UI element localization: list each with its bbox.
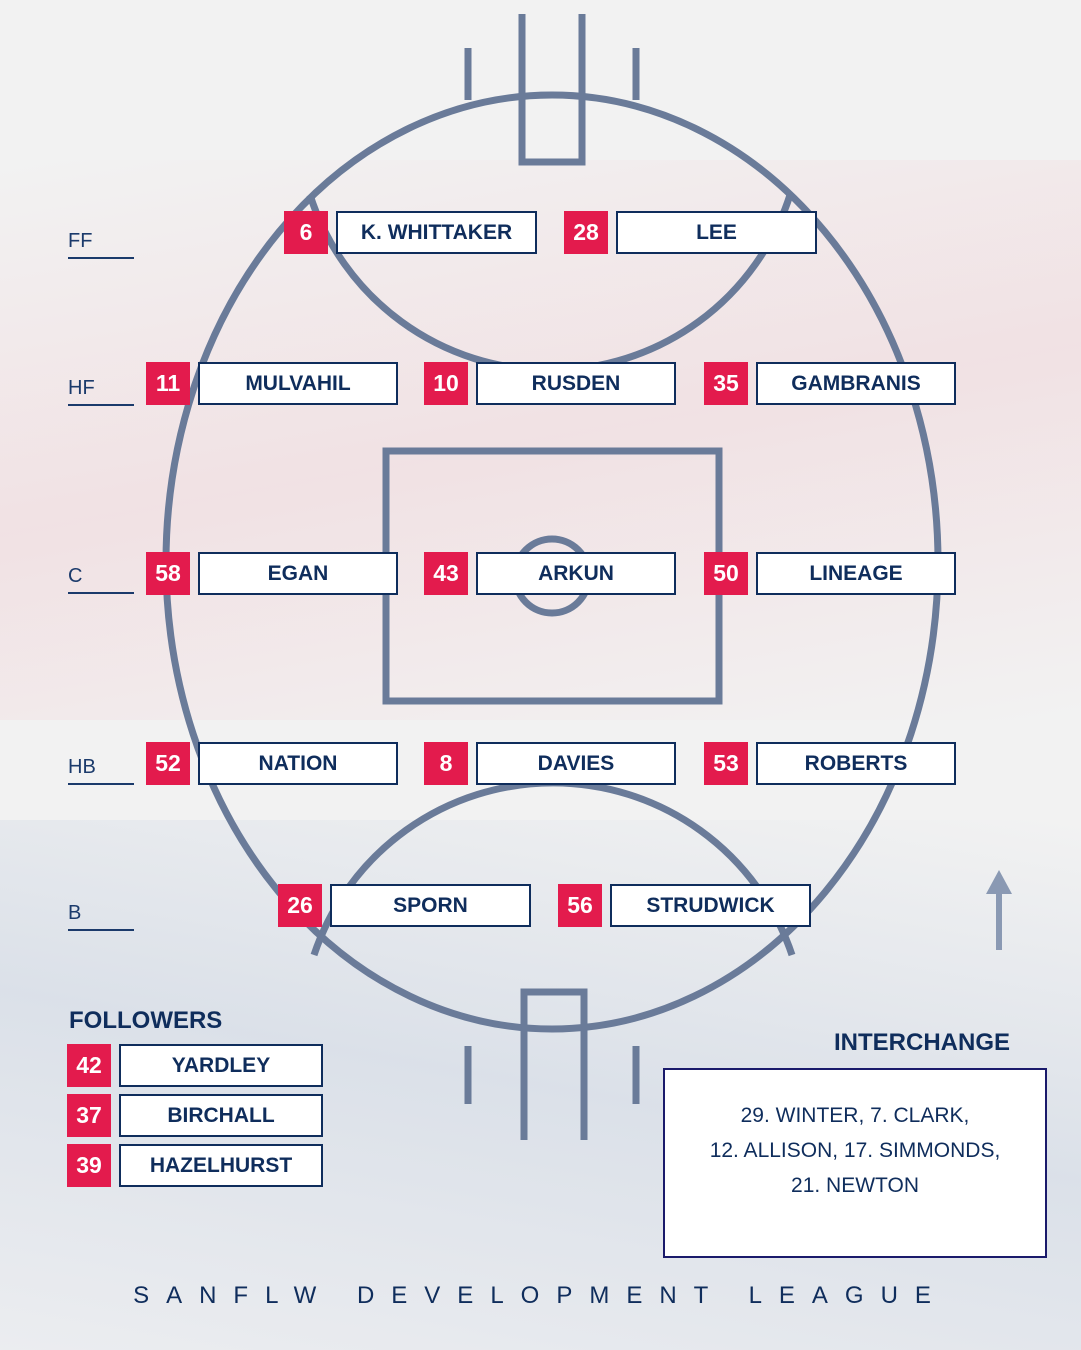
player-name: DAVIES [476,742,676,785]
line-label-b: B [68,902,134,931]
player-number: 56 [558,884,602,927]
line-label-c: C [68,565,134,594]
interchange-title: INTERCHANGE [834,1029,1011,1056]
player-number: 28 [564,211,608,254]
player-number: 58 [146,552,190,595]
player-number: 42 [67,1044,111,1087]
player-name: MULVAHIL [198,362,398,405]
player-number: 50 [704,552,748,595]
player-number: 39 [67,1144,111,1187]
back-50-arc [310,779,796,957]
interchange-line: 29. WINTER, 7. CLARK, [740,1104,970,1127]
player-number: 8 [424,742,468,785]
player-number: 35 [704,362,748,405]
player-name: EGAN [198,552,398,595]
player-name: SPORN [330,884,531,927]
player-name: LINEAGE [756,552,956,595]
player-name: ROBERTS [756,742,956,785]
player-name: YARDLEY [119,1044,323,1087]
player-name: HAZELHURST [119,1144,323,1187]
player-name: GAMBRANIS [756,362,956,405]
arrow-up-icon [986,870,1012,894]
player-number: 52 [146,742,190,785]
player-number: 37 [67,1094,111,1137]
player-name: BIRCHALL [119,1094,323,1137]
interchange-line: 21. NEWTON [791,1174,919,1197]
line-label-hb: HB [68,756,134,785]
footer-league-name: SANFLW DEVELOPMENT LEAGUE [133,1282,948,1309]
player-name: RUSDEN [476,362,676,405]
player-number: 6 [284,211,328,254]
player-name: LEE [616,211,817,254]
player-number: 11 [146,362,190,405]
line-label-hf: HF [68,377,134,406]
player-number: 10 [424,362,468,405]
bottom-goal-square [520,988,588,1140]
player-number: 26 [278,884,322,927]
interchange-line: 12. ALLISON, 17. SIMMONDS, [709,1139,1001,1162]
player-name: STRUDWICK [610,884,811,927]
player-name: NATION [198,742,398,785]
interchange-box: 29. WINTER, 7. CLARK, 12. ALLISON, 17. S… [663,1068,1047,1258]
followers-title: FOLLOWERS [69,1007,223,1034]
top-goal-square [518,14,586,166]
player-number: 43 [424,552,468,595]
player-name: K. WHITTAKER [336,211,537,254]
player-name: ARKUN [476,552,676,595]
player-number: 53 [704,742,748,785]
line-label-ff: FF [68,230,134,259]
